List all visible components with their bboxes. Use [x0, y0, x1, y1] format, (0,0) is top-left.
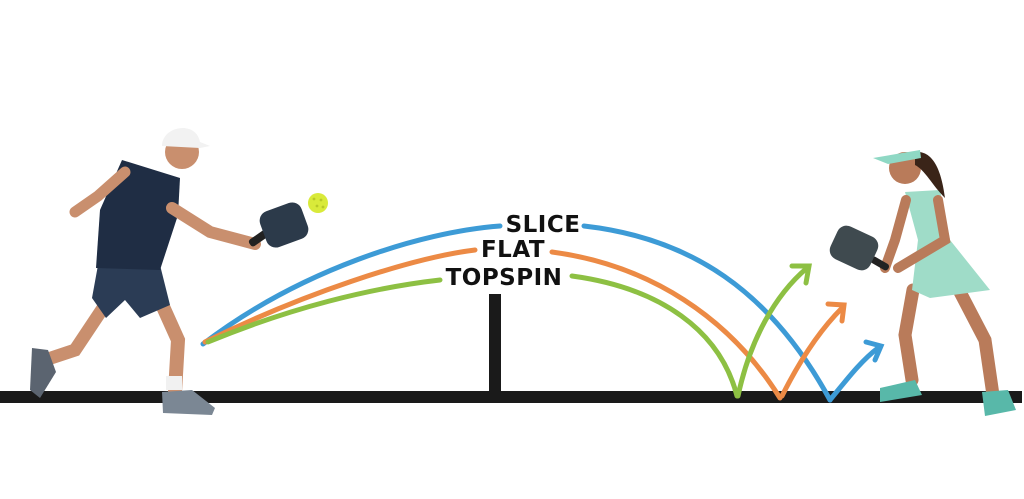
right-player-back-shoe-icon [982, 390, 1016, 416]
net-post [489, 294, 501, 394]
female-player-figure [829, 150, 1016, 416]
male-player-figure [30, 128, 309, 415]
pickleball-icon [308, 193, 328, 213]
trajectories [200, 223, 885, 403]
left-player-paddle-icon [259, 202, 309, 248]
right-player-ponytail [915, 151, 945, 198]
slice-arrowhead-icon [863, 339, 885, 363]
flat-arc-left [202, 247, 478, 345]
right-player-visor-icon [873, 150, 921, 164]
court-floor [0, 391, 1022, 403]
flat-bounce-arrow [779, 305, 845, 399]
ball-holes [312, 197, 325, 209]
flat-arrowhead-icon [825, 301, 847, 324]
slice-arc-left [200, 223, 503, 347]
left-player-back-shoe-icon [30, 348, 56, 398]
slice-arc-right [581, 223, 833, 403]
topspin-label: TOPSPIN [446, 265, 563, 291]
topspin-arrowhead-icon [789, 263, 812, 286]
topspin-arc-left [205, 277, 443, 345]
right-player-front-shoe-icon [880, 380, 922, 402]
left-player-cap-icon [162, 128, 210, 148]
topspin-bounce-arrow [735, 265, 810, 399]
slice-label: SLICE [506, 212, 581, 238]
slice-bounce-arrow [827, 345, 881, 403]
left-player-shirt [96, 160, 180, 270]
right-player-paddle-icon [829, 225, 879, 271]
topspin-arc-right [569, 273, 740, 399]
left-player-shorts [92, 265, 170, 318]
left-player-front-shoe-icon [162, 390, 215, 415]
flat-arc-right [549, 249, 783, 401]
flat-label: FLAT [481, 237, 545, 263]
